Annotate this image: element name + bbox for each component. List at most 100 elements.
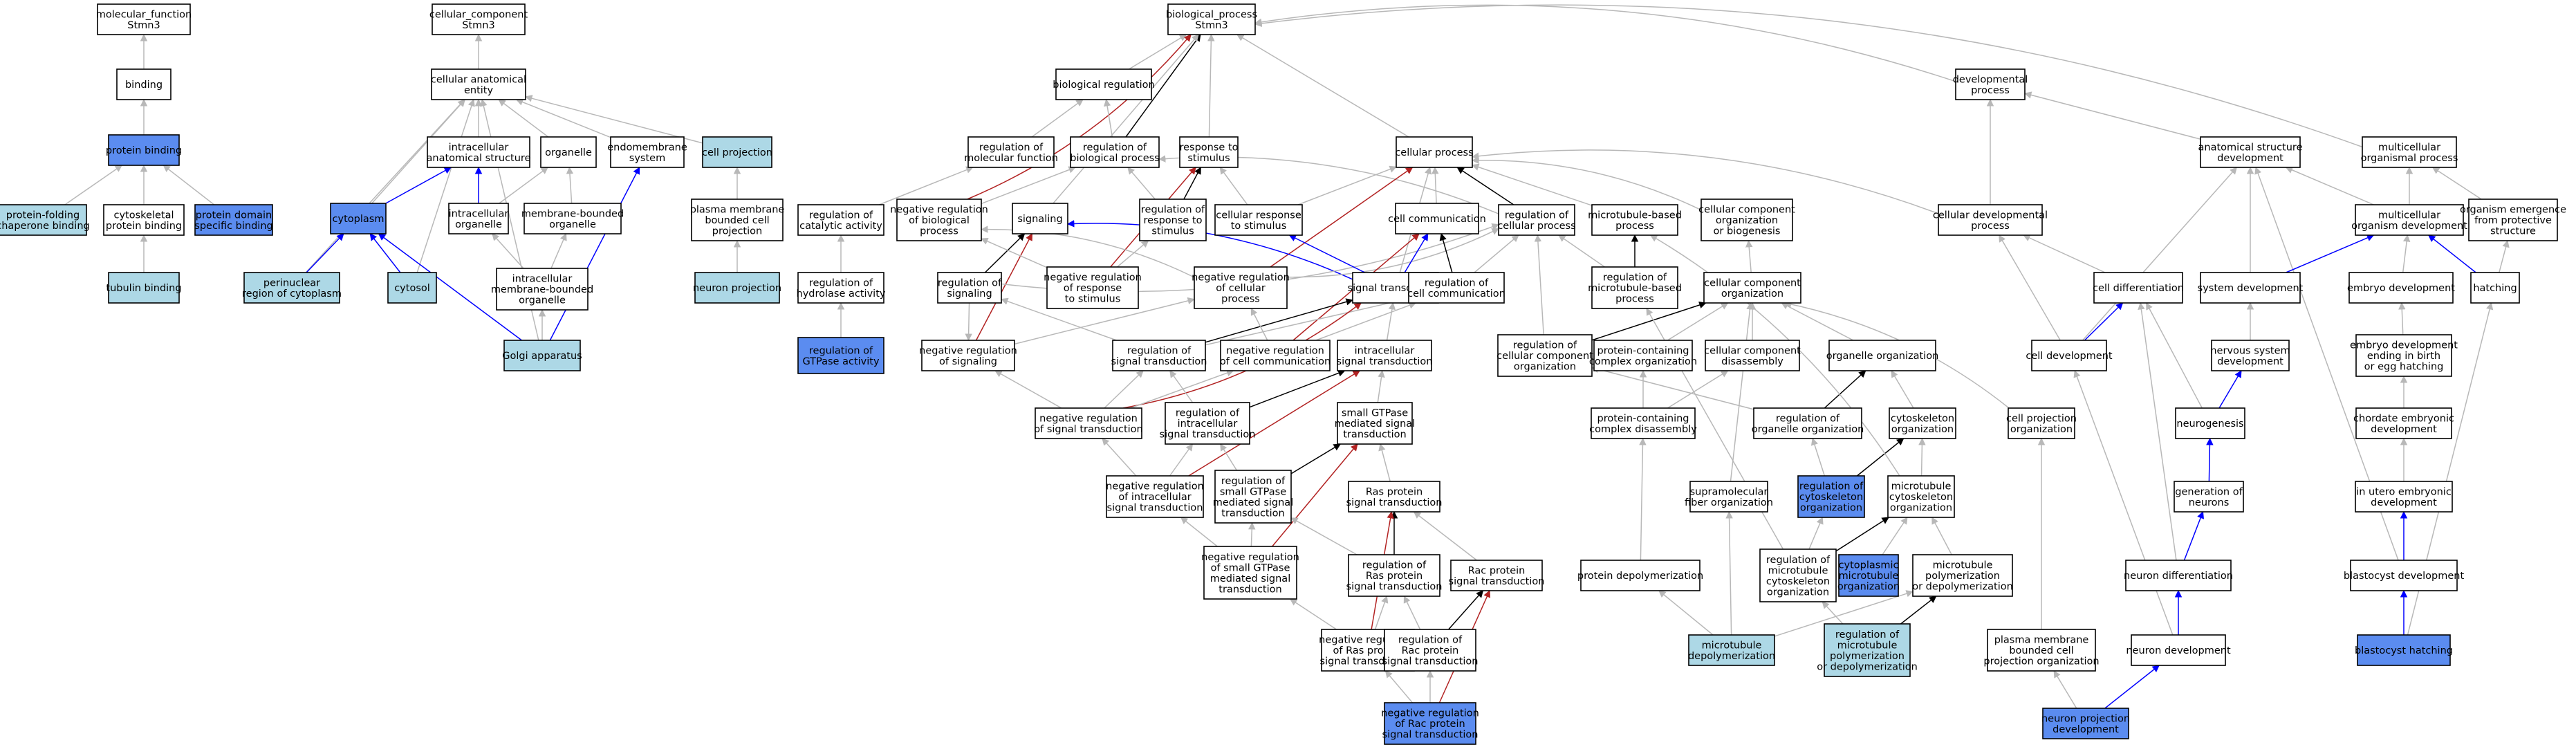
go-term-node-binding[interactable]: binding xyxy=(116,68,172,100)
go-term-node-protbind[interactable]: protein binding xyxy=(106,134,182,166)
go-term-node-celldiff[interactable]: cell differentiation xyxy=(2093,272,2184,304)
go-term-node-regmtpd[interactable]: regulation ofmicrotubulepolymerizationor… xyxy=(1817,623,1918,677)
go-term-node-organelle[interactable]: organelle xyxy=(540,136,597,168)
go-term-node-sysdev[interactable]: system development xyxy=(2198,272,2304,304)
go-term-node-neurdev[interactable]: neuron development xyxy=(2126,634,2231,666)
go-term-node-cellproc[interactable]: cellular process xyxy=(1395,136,1474,168)
go-term-node-neurogen[interactable]: neurogenesis xyxy=(2175,407,2245,439)
go-term-node-regmtcsko[interactable]: regulation ofmicrotubulecytoskeletonorga… xyxy=(1759,548,1837,602)
go-term-node-cellcomm[interactable]: cell communication xyxy=(1388,203,1486,234)
go-term-node-neurdiff[interactable]: neuron differentiation xyxy=(2124,560,2233,591)
go-term-node-tubbind[interactable]: tubulin binding xyxy=(106,272,182,304)
go-term-node-embdev[interactable]: embryo development xyxy=(2347,272,2455,304)
go-term-node-cytosol[interactable]: cytosol xyxy=(387,272,437,304)
go-term-node-blastdev[interactable]: blastocyst development xyxy=(2344,560,2465,591)
go-term-node-cellproj[interactable]: cell projection xyxy=(702,136,772,168)
go-term-node-protdepol[interactable]: protein depolymerization xyxy=(1577,560,1703,591)
go-term-node-bioreg[interactable]: biological regulation xyxy=(1053,68,1155,100)
go-term-node-cytoplasm[interactable]: cytoplasm xyxy=(330,203,387,234)
go-term-node-blasthatch[interactable]: blastocyst hatching xyxy=(2355,634,2453,666)
go-term-node-celldev[interactable]: cell development xyxy=(2026,340,2113,371)
go-term-node-golgi[interactable]: Golgi apparatus xyxy=(502,340,582,371)
go-term-node-neuproj[interactable]: neuron projection xyxy=(693,272,781,304)
go-term-node-signaling[interactable]: signaling xyxy=(1012,203,1068,234)
go-term-node-hatching[interactable]: hatching xyxy=(2470,272,2520,304)
go-term-node-orgorg[interactable]: organelle organization xyxy=(1826,340,1939,371)
